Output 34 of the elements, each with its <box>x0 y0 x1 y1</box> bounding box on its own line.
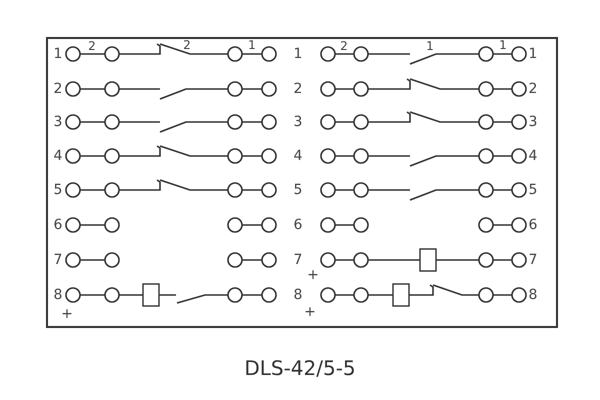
terminal-number: 7 <box>54 253 62 267</box>
terminal-number: 5 <box>54 183 62 197</box>
contact-number: 2 <box>340 40 348 52</box>
terminal-number: 2 <box>54 82 62 96</box>
polarity-sign: + <box>304 305 316 319</box>
contact-number: 1 <box>426 40 434 52</box>
contact-number: 1 <box>248 39 256 51</box>
terminal-number: 3 <box>528 115 538 129</box>
terminal-number: 4 <box>528 149 538 163</box>
terminal-number: 8 <box>528 288 538 302</box>
terminal-number: 2 <box>294 82 302 96</box>
caption: DLS-42/5-5 <box>244 356 356 380</box>
terminal-number: 7 <box>294 253 302 267</box>
polarity-sign: + <box>307 268 319 282</box>
contact-number: 2 <box>183 39 191 51</box>
terminal-number: 4 <box>54 149 62 163</box>
terminal-number: 7 <box>528 253 538 267</box>
contact-number: 2 <box>88 40 96 52</box>
terminal-number: 6 <box>54 218 62 232</box>
terminal-number: 1 <box>54 47 62 61</box>
terminal-number: 3 <box>54 115 62 129</box>
terminal-number: 5 <box>528 183 538 197</box>
contact-number: 1 <box>499 39 507 51</box>
terminal-number: 1 <box>294 47 302 61</box>
terminal-number: 6 <box>294 218 302 232</box>
terminal-number: 4 <box>294 149 302 163</box>
terminal-number: 5 <box>294 183 302 197</box>
terminal-number: 6 <box>528 218 538 232</box>
polarity-sign: + <box>61 307 73 321</box>
terminal-number: 1 <box>528 47 538 61</box>
terminal-number: 8 <box>294 288 302 302</box>
terminal-number: 8 <box>54 288 62 302</box>
terminal-number: 2 <box>528 82 538 96</box>
terminal-number: 3 <box>294 115 302 129</box>
